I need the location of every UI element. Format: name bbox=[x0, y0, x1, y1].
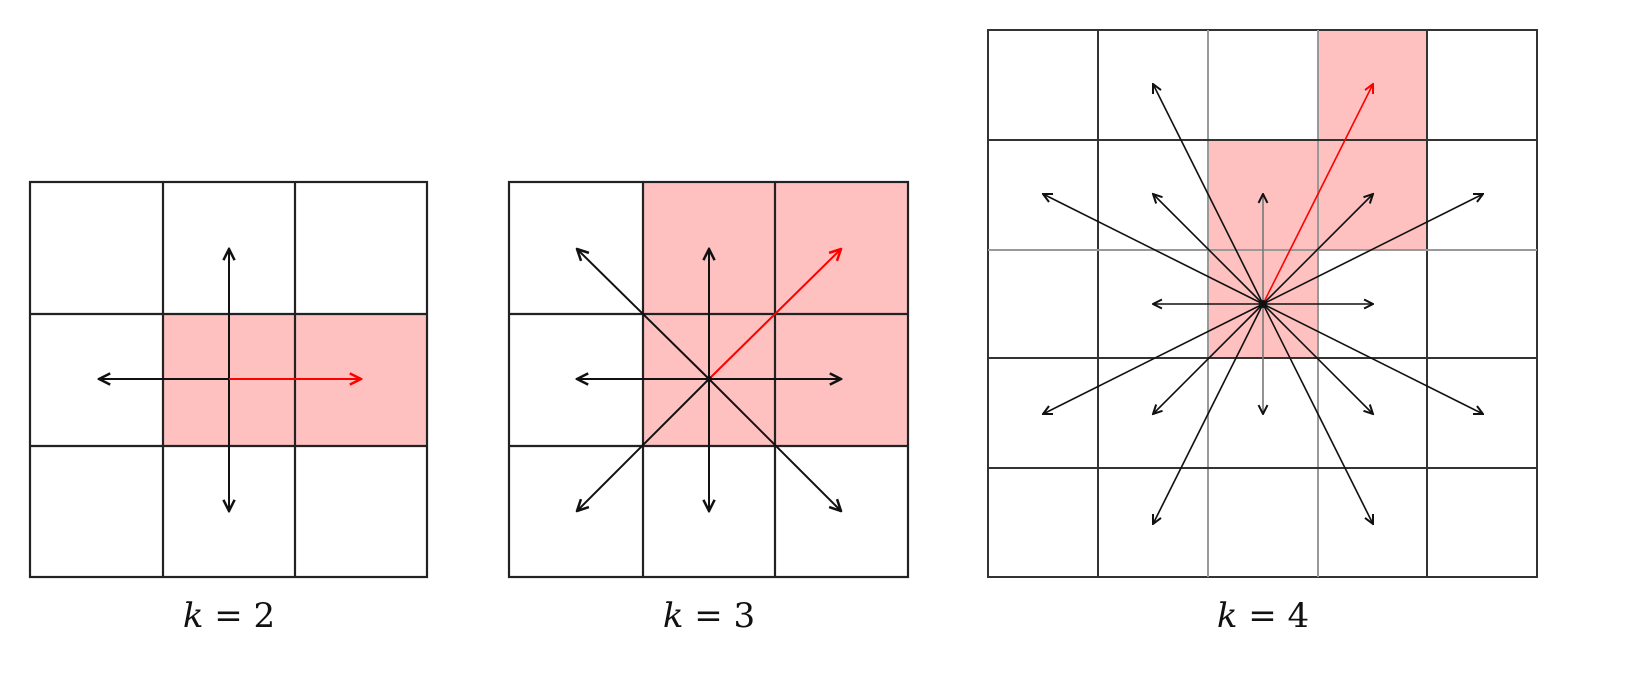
arrow-ssw-icon bbox=[1153, 303, 1264, 524]
panel-label-k2: k = 2 bbox=[183, 596, 275, 636]
panel-label-k4: k = 4 bbox=[1217, 596, 1309, 636]
arrow-se-icon bbox=[1262, 303, 1373, 414]
label-value: = 4 bbox=[1237, 596, 1310, 636]
arrow-up-left-icon bbox=[577, 249, 710, 380]
direction-arrows bbox=[577, 249, 841, 511]
arrow-sw-icon bbox=[1153, 303, 1264, 414]
direction-arrows bbox=[99, 249, 361, 511]
selected-arrow-icon bbox=[1262, 84, 1373, 305]
arrow-down-left-icon bbox=[577, 378, 710, 511]
panel-k2 bbox=[28, 180, 429, 579]
arrow-ene-icon bbox=[1262, 194, 1483, 305]
grid-lines bbox=[28, 180, 429, 579]
label-value: = 2 bbox=[203, 596, 276, 636]
origin-point bbox=[1259, 300, 1267, 308]
arrow-ne-icon bbox=[1262, 194, 1373, 305]
label-variable: k bbox=[662, 596, 684, 636]
arrow-wnw-icon bbox=[1043, 194, 1264, 305]
arrow-nnw-icon bbox=[1153, 84, 1264, 305]
selected-arrow-icon bbox=[708, 249, 841, 380]
arrow-sse-icon bbox=[1262, 303, 1373, 524]
label-variable: k bbox=[182, 596, 204, 636]
arrow-down-right-icon bbox=[708, 378, 841, 511]
origin-point bbox=[706, 376, 712, 382]
panel-k4 bbox=[987, 29, 1538, 578]
label-value: = 3 bbox=[683, 596, 756, 636]
panel-label-k3: k = 3 bbox=[663, 596, 755, 636]
arrow-ese-icon bbox=[1262, 303, 1483, 414]
panel-k3 bbox=[507, 180, 910, 579]
arrow-nw-icon bbox=[1153, 194, 1264, 305]
arrow-wsw-icon bbox=[1043, 303, 1264, 414]
grid-lines bbox=[987, 29, 1538, 578]
label-variable: k bbox=[1216, 596, 1238, 636]
direction-arrows bbox=[1043, 84, 1483, 524]
